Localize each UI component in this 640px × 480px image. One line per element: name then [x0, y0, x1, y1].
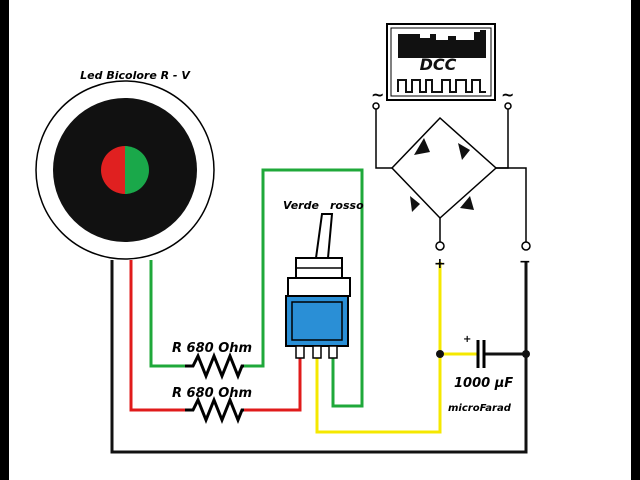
junction-dot-minus — [522, 350, 530, 358]
capacitor — [476, 340, 486, 368]
capacitor-polarity: + — [463, 334, 471, 345]
switch-bushing — [287, 277, 351, 297]
switch-body — [285, 295, 349, 347]
red-wire-resistor-to-switch — [244, 355, 302, 412]
green-wire-led-to-resistor — [149, 260, 185, 368]
bicolor-led — [35, 80, 215, 260]
diode-top-left — [414, 138, 430, 155]
switch-pin-3 — [328, 345, 338, 359]
ac-terminal-left — [372, 102, 380, 110]
diode-bottom-left — [410, 196, 420, 212]
resistor-1 — [185, 351, 244, 381]
minus-label: − — [519, 254, 531, 270]
led-green-half — [125, 146, 149, 194]
resistor-2-label: R 680 Ohm — [172, 386, 252, 401]
dcc-signal-wave — [397, 79, 486, 93]
switch-label-verde: Verde — [283, 199, 319, 212]
diode-top-right — [458, 143, 470, 160]
switch-pin-2 — [312, 345, 322, 359]
bridge-rectifier — [375, 108, 527, 244]
ac-symbol-right: ~ — [501, 85, 514, 104]
dcc-logo: DCC — [386, 23, 496, 101]
ac-terminal-right — [504, 102, 512, 110]
switch-pin-1 — [295, 345, 305, 359]
plus-label: + — [434, 256, 446, 272]
ac-symbol-left: ~ — [371, 85, 384, 104]
resistor-1-label: R 680 Ohm — [172, 341, 252, 356]
capacitor-value: 1000 µF — [454, 376, 513, 391]
dc-terminal-plus — [435, 241, 445, 251]
led-title: Led Bicolore R - V — [80, 69, 191, 82]
dc-terminal-minus — [521, 241, 531, 251]
yellow-wire — [315, 262, 442, 434]
switch-label-rosso: rosso — [330, 199, 364, 212]
resistor-2 — [185, 395, 244, 425]
led-red-half — [101, 146, 125, 194]
diode-bottom-right — [460, 196, 474, 210]
locomotive-icon — [398, 30, 486, 58]
junction-dot-plus — [436, 350, 444, 358]
wires — [110, 168, 528, 454]
toggle-switch — [285, 213, 351, 359]
red-wire-led-to-resistor — [129, 260, 185, 412]
dcc-logo-text: DCC — [420, 55, 457, 74]
black-wire — [110, 260, 528, 454]
capacitor-unit: microFarad — [448, 403, 512, 414]
green-wire-resistor-to-switch — [244, 168, 364, 408]
